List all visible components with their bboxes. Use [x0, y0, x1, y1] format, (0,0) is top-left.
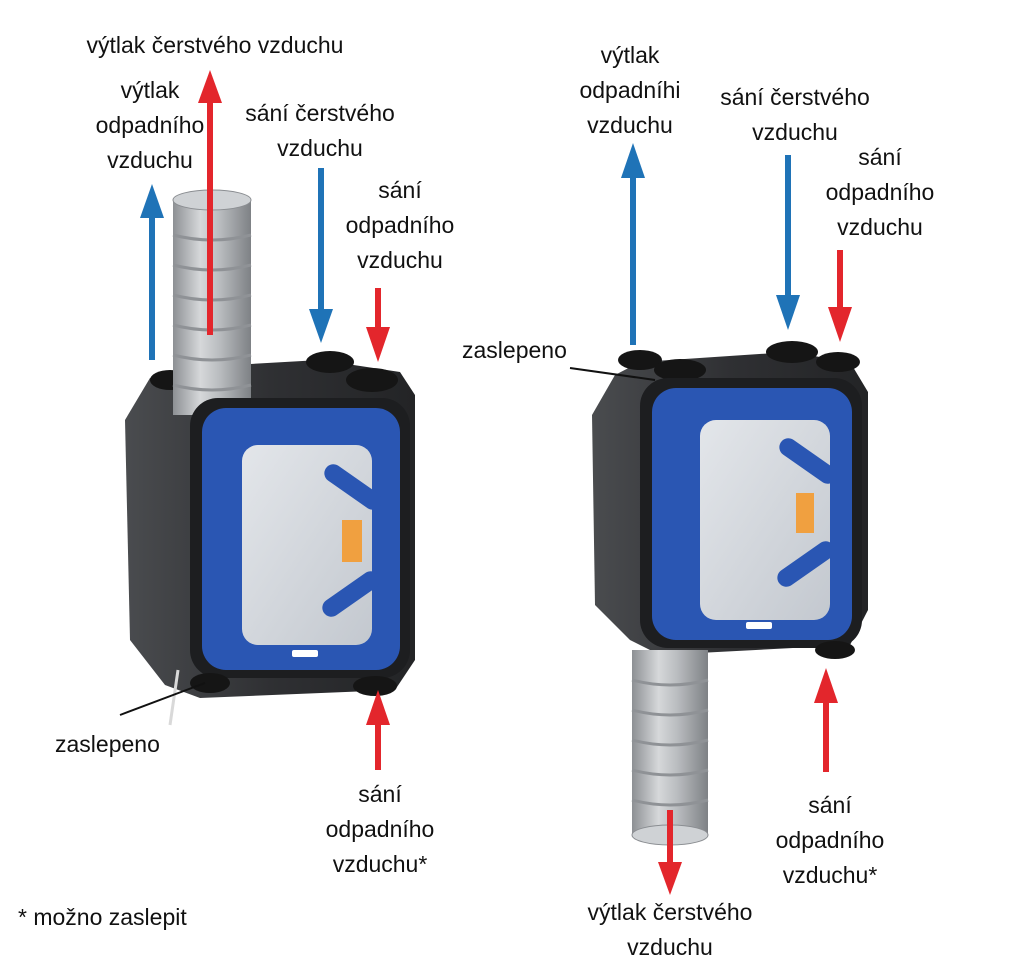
airflow-arrows	[140, 70, 852, 895]
arrow-left-waste-intake-top	[366, 288, 390, 362]
right-port-2	[654, 359, 706, 381]
right-indicator	[796, 493, 814, 533]
arrow-left-fresh-supply	[198, 70, 222, 335]
left-exhaust-waste-label: výtlak odpadního vzduchu	[95, 77, 205, 173]
right-unit	[592, 341, 868, 846]
left-port-3	[346, 368, 398, 392]
arrow-right-waste-intake-bottom	[814, 668, 838, 772]
left-filter-lever-bottom	[322, 571, 380, 617]
arrow-right-fresh-intake	[776, 155, 800, 330]
arrow-right-waste-intake-top	[828, 250, 852, 342]
left-indicator	[342, 520, 362, 562]
left-bottom-port-1	[190, 673, 230, 693]
left-unit	[125, 189, 415, 726]
right-bottom-port	[815, 641, 855, 659]
arrow-left-waste-intake-bottom	[366, 690, 390, 770]
right-filter-lever-bottom	[777, 541, 835, 587]
left-supply-fresh-label: výtlak čerstvého vzduchu	[86, 32, 344, 58]
right-intake-waste-bottom-label: sání odpadního vzduchu*	[775, 792, 885, 888]
arrow-left-fresh-intake	[309, 168, 333, 343]
arrow-right-waste-exhaust	[621, 143, 645, 345]
footnote: * možno zaslepit	[18, 904, 187, 930]
arrow-right-fresh-supply	[658, 810, 682, 895]
left-intake-waste-bottom-label: sání odpadního vzduchu*	[325, 781, 435, 877]
left-bottom-port-2	[353, 676, 397, 696]
right-status-light	[746, 622, 772, 629]
right-blocked-leader	[569, 367, 656, 381]
right-flexible-duct	[631, 650, 709, 846]
left-blocked-leader	[119, 682, 206, 716]
left-condensate-hose	[168, 669, 180, 726]
right-port-4	[816, 352, 860, 372]
right-supply-fresh-label: výtlak čerstvého vzduchu	[587, 899, 753, 960]
leader-lines	[119, 367, 656, 716]
left-blocked-label: zaslepeno	[55, 731, 160, 757]
left-port-2	[306, 351, 354, 373]
right-intake-waste-top-label: sání odpadního vzduchu	[825, 144, 935, 240]
left-status-light	[292, 650, 318, 657]
right-port-3	[766, 341, 818, 363]
left-filter-lever-top	[324, 464, 382, 510]
left-intake-waste-top-label: sání odpadního vzduchu	[345, 177, 455, 273]
right-blocked-label: zaslepeno	[462, 337, 567, 363]
right-filter-lever-top	[779, 438, 837, 484]
left-intake-fresh-label: sání čerstvého vzduchu	[245, 100, 395, 161]
arrow-left-waste-exhaust	[140, 184, 164, 360]
right-exhaust-waste-label: výtlak odpadníhi vzduchu	[579, 42, 681, 138]
right-intake-fresh-label: sání čerstvého vzduchu	[720, 84, 870, 145]
right-port-1	[618, 350, 662, 370]
